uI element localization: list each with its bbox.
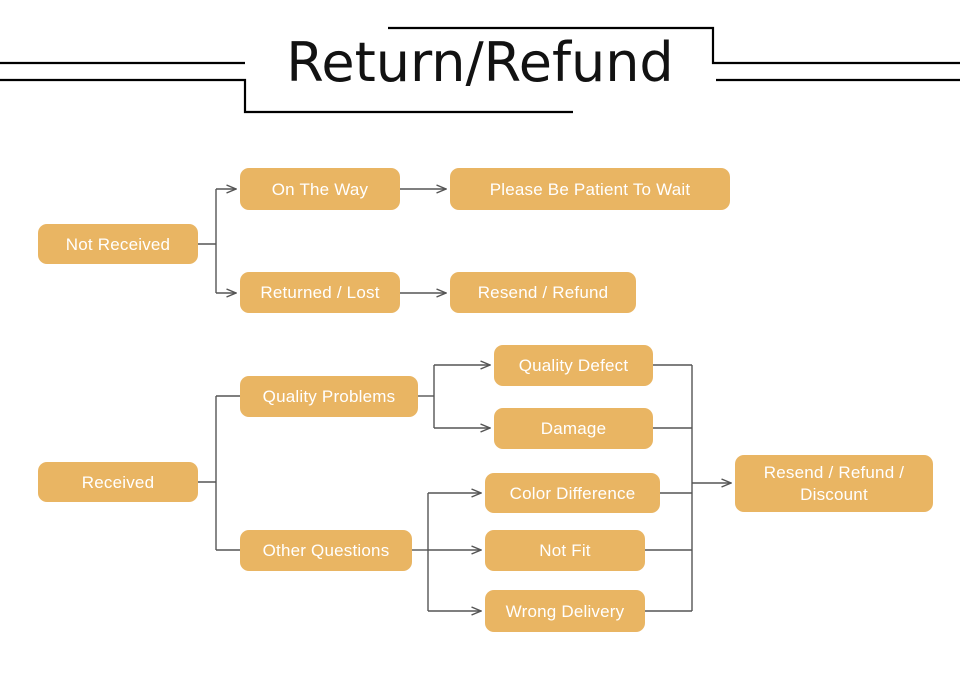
node-label: Resend / Refund [477,283,609,302]
node-wrong-delivery[interactable]: Wrong Delivery [485,590,645,632]
node-not-fit[interactable]: Not Fit [485,530,645,571]
header-rule-left-lower [0,78,573,114]
node-resend-refund-discount[interactable]: Resend / Refund / Discount [735,455,933,512]
header-decoration-lines [0,26,960,114]
node-on-the-way[interactable]: On The Way [240,168,400,210]
node-label: Not Fit [539,541,591,560]
node-quality-defect[interactable]: Quality Defect [494,345,653,386]
node-label: Other Questions [262,541,390,560]
page-header: Return/Refund [0,0,960,140]
node-resend-refund[interactable]: Resend / Refund [450,272,636,313]
node-other-questions[interactable]: Other Questions [240,530,412,571]
node-label-line-1: Resend / Refund / [763,462,905,482]
node-label-line-2: Discount [800,484,868,504]
node-color-difference[interactable]: Color Difference [485,473,660,513]
node-returned-lost[interactable]: Returned / Lost [240,272,400,313]
node-label: Please Be Patient To Wait [489,179,691,199]
node-received[interactable]: Received [38,462,198,502]
node-label: Returned / Lost [260,283,380,302]
page-title: Return/Refund [286,31,674,94]
node-label: Quality Defect [518,356,629,375]
node-damage[interactable]: Damage [494,408,653,449]
node-quality-problems[interactable]: Quality Problems [240,376,418,417]
node-label: On The Way [271,179,369,199]
header-rule-right-upper [388,26,960,65]
node-label: Not Received [65,234,171,254]
node-label: Quality Problems [262,387,396,406]
node-label: Wrong Delivery [505,601,625,621]
node-please-be-patient-to-wait[interactable]: Please Be Patient To Wait [450,168,730,210]
node-label: Damage [540,419,607,438]
node-label: Color Difference [509,483,636,503]
node-not-received[interactable]: Not Received [38,224,198,264]
node-label: Received [81,472,155,492]
